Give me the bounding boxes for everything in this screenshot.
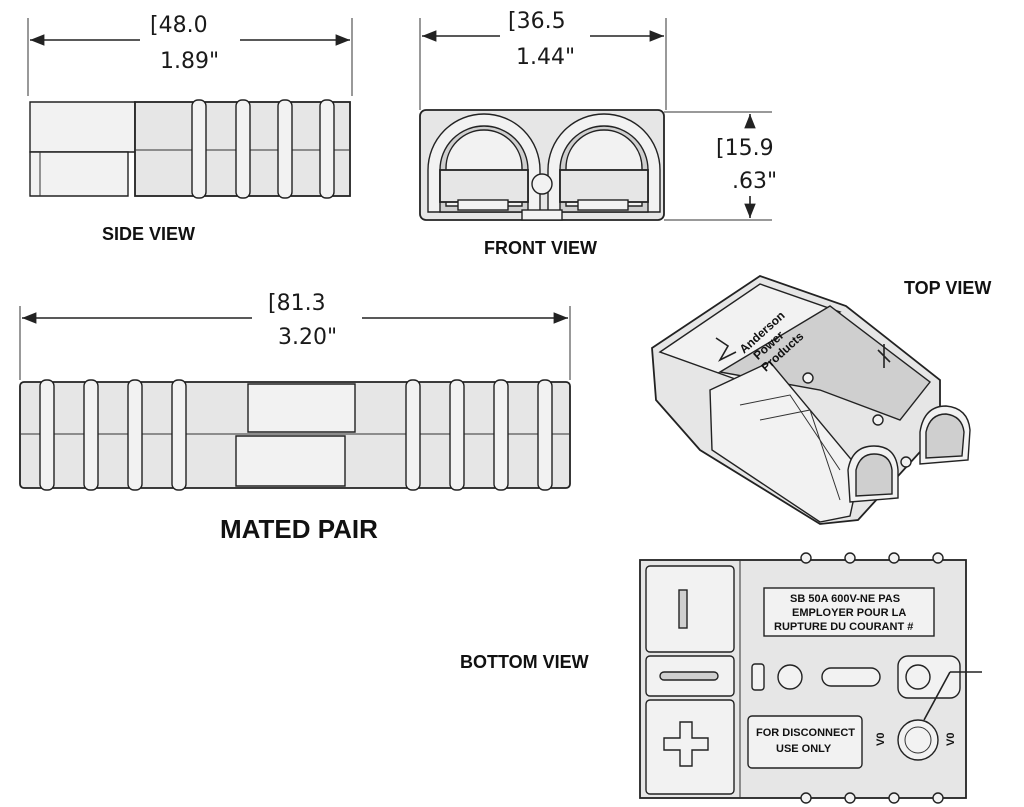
side-view-dim-mm: [48.0: [150, 13, 208, 38]
mated-pair-dim-in: 3.20": [278, 325, 337, 350]
side-mark-right: V0: [945, 733, 957, 746]
front-view-body: [419, 109, 665, 221]
bottom-view-rating-text: SB 50A 600V-NE PAS EMPLOYER POUR LA RUPT…: [774, 593, 913, 633]
rating-line-1: SB 50A 600V-NE PAS: [790, 593, 900, 605]
top-view-label: TOP VIEW: [904, 278, 991, 298]
mated-pair-dim-mm: [81.3: [268, 291, 326, 316]
front-view-height-in: .63": [732, 169, 777, 194]
mated-pair-view: [81.3 3.20" MATED PAIR: [19, 291, 571, 544]
bottom-view: BOTTOM VIEW: [460, 552, 982, 804]
bottom-view-label: BOTTOM VIEW: [460, 652, 589, 672]
top-view: TOP VIEW Anderson Power Products: [651, 275, 991, 525]
mated-pair-body: [19, 379, 571, 491]
front-view-height-mm: [15.9: [716, 136, 774, 161]
front-view: [36.5 1.44" [15.9 .63" FRONT VIEW: [419, 9, 777, 258]
front-view-height-dimension: [15.9 .63": [664, 111, 777, 221]
mated-pair-label: MATED PAIR: [220, 514, 378, 544]
rating-line-3: RUPTURE DU COURANT #: [774, 621, 913, 633]
side-view-dim-in: 1.89": [160, 49, 219, 74]
disconnect-line-2: USE ONLY: [776, 743, 832, 755]
mated-pair-dimension: [81.3 3.20": [19, 291, 571, 380]
plus-mark-icon: [663, 721, 709, 767]
side-mark-left: V0: [875, 733, 887, 746]
side-view-dimension: [48.0 1.89": [27, 13, 353, 96]
minus-vertical-mark: [678, 589, 688, 629]
side-view-body: [29, 99, 351, 199]
side-view-label: SIDE VIEW: [102, 224, 195, 244]
front-view-width-mm: [36.5: [508, 9, 566, 34]
disconnect-line-1: FOR DISCONNECT: [756, 727, 855, 739]
rating-line-2: EMPLOYER POUR LA: [792, 607, 906, 619]
top-view-body: [651, 275, 971, 525]
front-view-width-dimension: [36.5 1.44": [419, 9, 667, 110]
side-view: [48.0 1.89" SIDE VIEW: [27, 13, 353, 244]
bottom-view-body: [639, 552, 982, 804]
certification-mark-icon: [897, 719, 939, 761]
front-view-width-in: 1.44": [516, 45, 575, 70]
bottom-view-disconnect-text: FOR DISCONNECT USE ONLY: [756, 727, 855, 755]
front-view-label: FRONT VIEW: [484, 238, 597, 258]
